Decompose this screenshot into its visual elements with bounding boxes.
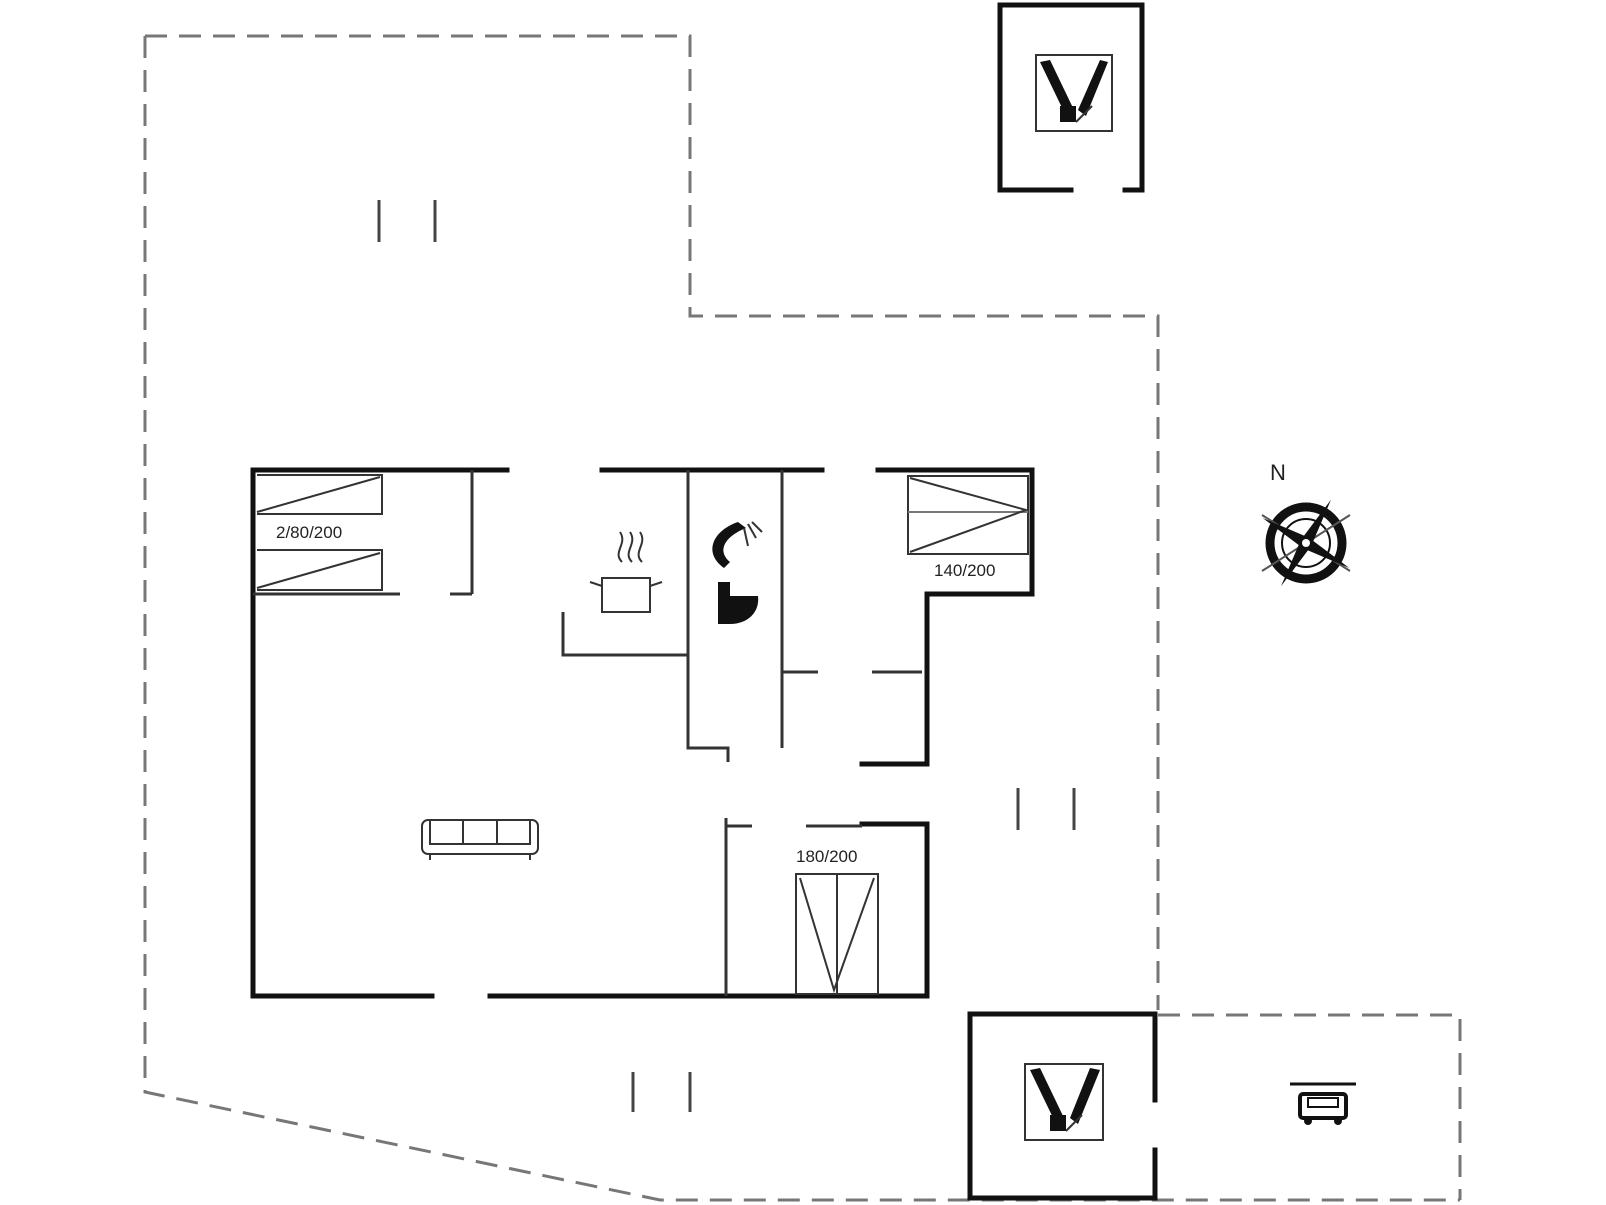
bunk-bed-lower xyxy=(256,549,383,591)
bedroom-east: 140/200 xyxy=(907,475,1030,580)
double-bed xyxy=(907,475,1030,555)
bedroom-south: 180/200 xyxy=(795,847,879,995)
terrace-marker-north xyxy=(377,200,437,242)
sofa-icon xyxy=(421,819,539,860)
house-interior-walls xyxy=(253,470,922,996)
toilet-icon xyxy=(718,582,759,624)
compass: N xyxy=(1261,460,1351,587)
bunk-bed-upper xyxy=(256,474,383,515)
house-exterior-walls xyxy=(250,467,1035,999)
property-boundary xyxy=(143,34,1462,1202)
bed-size-label: 180/200 xyxy=(796,847,857,866)
double-bed xyxy=(795,873,879,995)
terrace-chair-icon xyxy=(1035,54,1113,132)
shower-icon xyxy=(712,521,763,568)
annex-north xyxy=(997,2,1145,193)
compass-north-label: N xyxy=(1270,460,1286,485)
annex-south xyxy=(967,1011,1158,1201)
terrace-marker-south xyxy=(631,1072,692,1112)
bed-size-label: 140/200 xyxy=(934,561,995,580)
bed-size-label: 2/80/200 xyxy=(276,523,342,542)
terrace-chair-icon xyxy=(1024,1063,1104,1141)
car-icon xyxy=(1290,1082,1356,1125)
cooking-pot-icon xyxy=(589,531,663,613)
compass-rose-icon xyxy=(1261,499,1351,587)
terrace-marker-east xyxy=(1016,788,1076,830)
bedroom-west: 2/80/200 xyxy=(256,474,383,591)
